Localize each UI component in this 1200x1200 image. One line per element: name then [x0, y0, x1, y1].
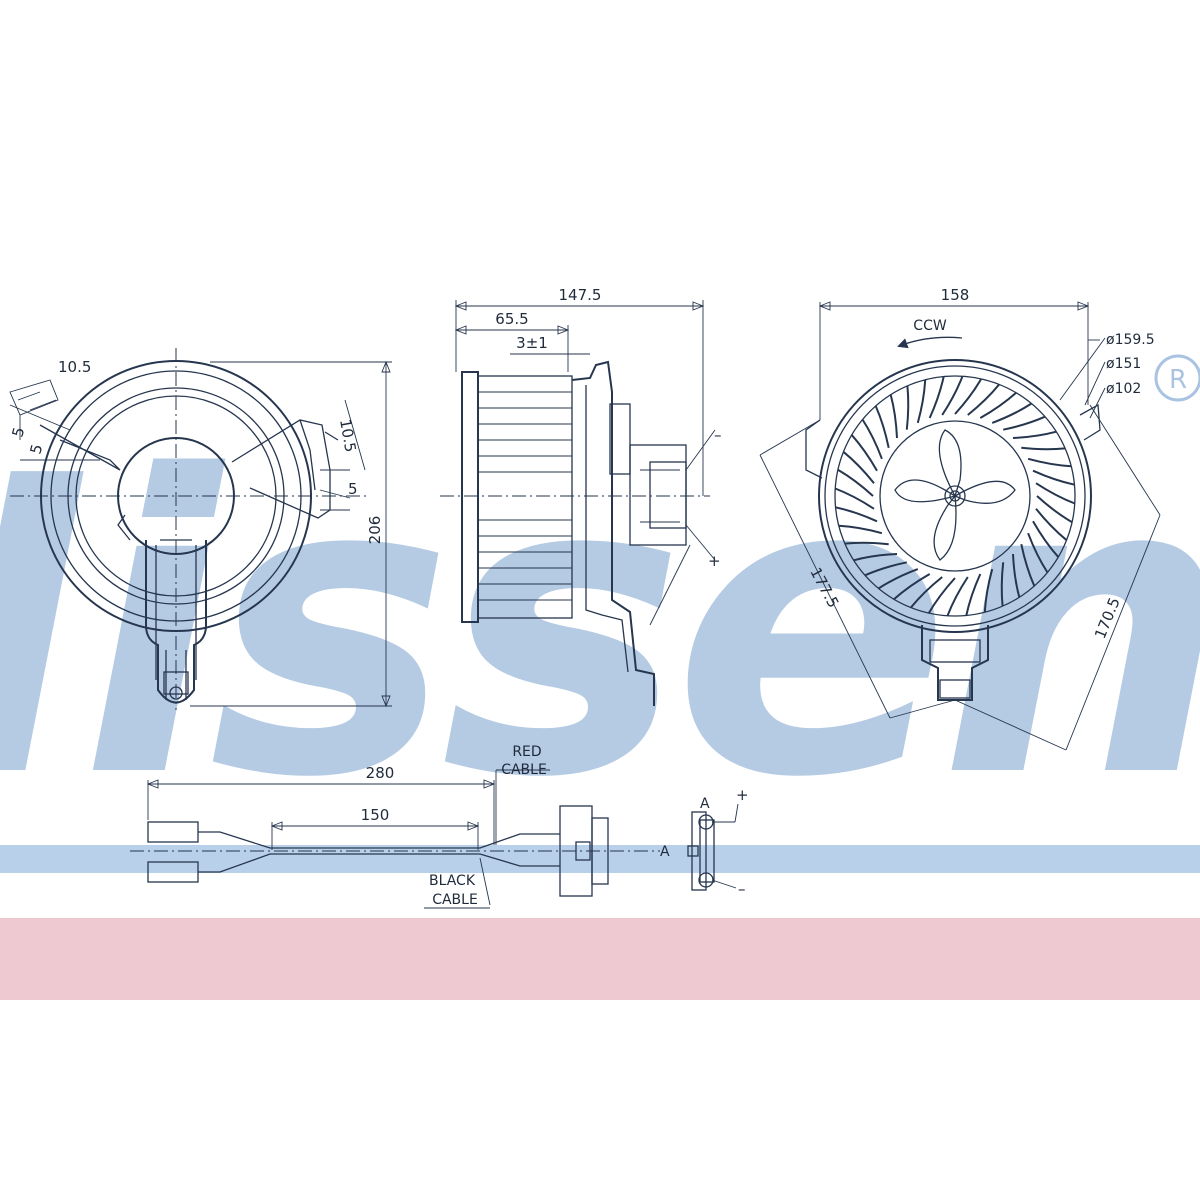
fan-blade [1036, 495, 1073, 524]
red-cable-label-2: CABLE [501, 762, 547, 778]
fan-blade [1020, 543, 1036, 587]
side-fan-blades [478, 391, 572, 601]
cable-view: 280 150 RED CABLE BLACK CABLE A A + – [130, 744, 749, 909]
cable-total-dim: 280 [366, 764, 395, 782]
fan-blade [864, 561, 908, 577]
fan-blade [1032, 520, 1060, 558]
fan-blade [835, 506, 878, 523]
fan-blade [1035, 482, 1076, 505]
fan-blade [1000, 562, 1005, 607]
front-dim-small-3: 5 [348, 480, 358, 498]
fan-blade [928, 376, 945, 419]
fan-blade [983, 568, 994, 613]
fan-blade [850, 434, 878, 472]
fan-blade [954, 378, 983, 415]
rear-fan-blades [834, 375, 1076, 617]
fan-blade [965, 573, 982, 616]
side-pos-terminal: + [708, 552, 721, 570]
side-depth-dim: 65.5 [495, 310, 528, 328]
blue-band [0, 845, 1200, 873]
rear-diameter-3: ø102 [1106, 381, 1141, 397]
fan-blade [991, 402, 1033, 424]
front-view: 206 10.5 10.5 5 5 5 [8, 348, 392, 710]
fan-blade [1027, 532, 1049, 574]
pink-band [0, 918, 1200, 1000]
fan-blade [916, 379, 927, 424]
fan-blade [893, 573, 931, 601]
section-a-top: A [700, 796, 710, 812]
front-dim-right: 10.5 [336, 418, 360, 454]
side-tolerance-dim: 3±1 [516, 334, 548, 352]
black-cable-label-1: BLACK [429, 873, 476, 889]
fan-blade [874, 405, 890, 449]
fan-blade [844, 541, 889, 546]
brand-watermark: Nissens [0, 389, 1200, 867]
side-width-dim: 147.5 [559, 286, 602, 304]
fan-blade [910, 576, 943, 609]
fan-blade [838, 524, 883, 535]
red-cable-label-1: RED [512, 744, 541, 760]
cable-neg-terminal: – [738, 880, 746, 898]
rotation-direction: CCW [913, 318, 947, 334]
fan-blade [967, 383, 1000, 416]
side-neg-terminal: – [714, 426, 722, 444]
fan-blade [1032, 469, 1075, 486]
fan-blade [941, 375, 964, 416]
black-cable-label-2: CABLE [432, 892, 478, 908]
rear-diameter-2: ø151 [1106, 356, 1141, 372]
fan-blade [946, 576, 969, 617]
fan-blade [1012, 430, 1057, 439]
rear-view: 158 CCW ø159.5 ø151 ø102 [759, 286, 1161, 751]
fan-blade [1027, 457, 1072, 468]
fan-blade [889, 394, 898, 439]
rear-impeller-vanes [894, 429, 1016, 561]
fan-blade [1012, 553, 1021, 598]
fan-blade [979, 391, 1017, 419]
rear-width-dim: 158 [941, 286, 970, 304]
fan-blade [1035, 508, 1068, 541]
fan-blade [853, 553, 898, 562]
side-view: 147.5 65.5 3±1 [440, 286, 722, 706]
fan-blade [905, 385, 910, 430]
fan-blade [1002, 415, 1046, 431]
fan-blade [927, 577, 956, 614]
cable-mid-dim: 150 [361, 806, 390, 824]
fan-blade [1021, 446, 1066, 451]
front-dim-small-1: 5 [8, 425, 28, 439]
fan-blade [877, 568, 919, 590]
front-dim-small-2: 5 [26, 442, 46, 456]
rear-diameter-1: ø159.5 [1106, 332, 1155, 348]
fan-blade [861, 418, 883, 460]
registered-mark: R [1154, 354, 1200, 402]
fan-blade [837, 468, 874, 497]
front-height-dim: 206 [366, 516, 384, 545]
front-dim-top-left: 10.5 [58, 358, 91, 376]
section-a-label: A [660, 844, 670, 860]
registered-mark-letter: R [1169, 365, 1187, 395]
fan-blade [842, 451, 875, 484]
fan-blade [834, 487, 875, 510]
cable-pos-terminal: + [736, 786, 749, 804]
